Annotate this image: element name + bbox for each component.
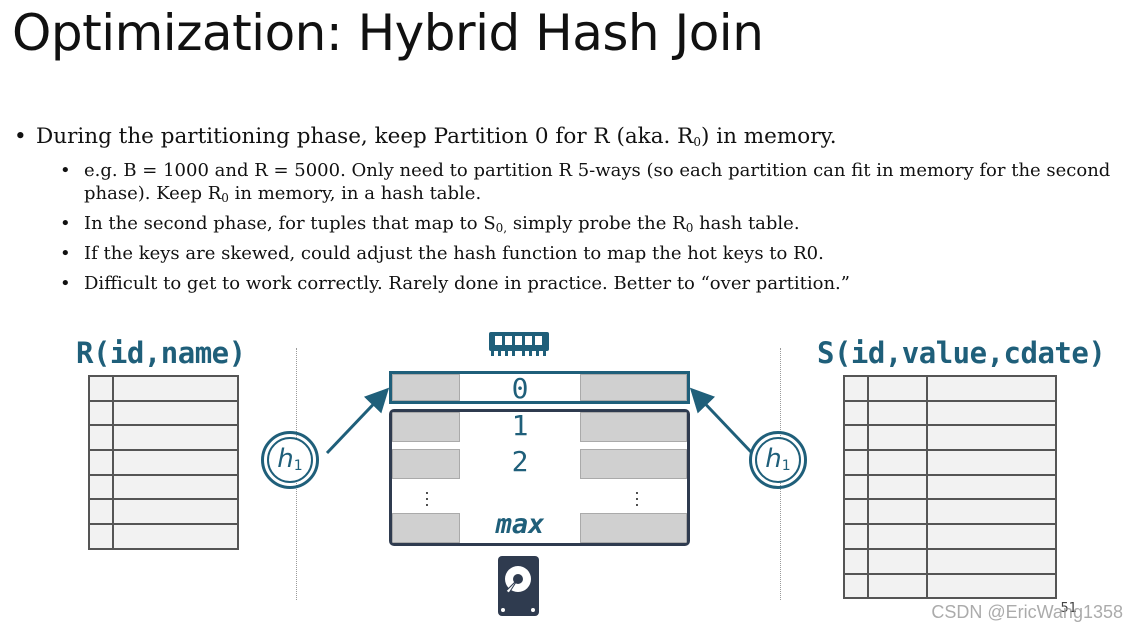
bullet-main: During the partitioning phase, keep Part…: [12, 124, 1112, 149]
table-column-divider: [926, 401, 928, 425]
arrow-left: [325, 387, 390, 455]
bullet-sub-4: Difficult to get to work correctly. Rare…: [12, 272, 1112, 295]
left-table-r: [88, 375, 239, 550]
bullet-sub-2-text-mid: simply probe the R: [507, 213, 686, 234]
table-column-divider: [867, 500, 869, 524]
bullet-sub-2-subscript: 0,: [495, 221, 508, 235]
partition-0-right-block: [580, 374, 687, 401]
partition-buckets-disk: 1 2 ··· ··· max: [389, 409, 690, 546]
table-column-divider: [867, 475, 869, 499]
partition-0-memory: 0: [389, 371, 690, 405]
right-table-s: [843, 375, 1057, 600]
bucket-2-right: [580, 449, 687, 479]
hash-ring-right: [755, 437, 801, 483]
table-column-divider: [867, 451, 869, 474]
table-row: [88, 525, 239, 550]
hash-label-right: h1: [765, 444, 791, 474]
table-column-divider: [926, 574, 928, 598]
table-column-divider: [867, 377, 869, 400]
ellipsis-left: ···: [424, 482, 430, 514]
table-column-divider: [926, 475, 928, 499]
bullet-main-text-end: ) in memory.: [701, 124, 837, 149]
slide-title: Optimization: Hybrid Hash Join: [12, 4, 764, 62]
watermark: CSDN @EricWang1358: [931, 602, 1123, 622]
bullet-sub-2-text: In the second phase, for tuples that map…: [84, 213, 496, 234]
bullet-sub-1-text-end: in memory, in a hash table.: [228, 183, 482, 204]
bullet-sub-3: If the keys are skewed, could adjust the…: [12, 242, 1112, 265]
ellipsis-right: ···: [634, 482, 640, 514]
table-column-divider: [867, 426, 869, 450]
bullet-main-text: During the partitioning phase, keep Part…: [36, 124, 694, 149]
table-column-divider: [867, 549, 869, 573]
table-row: [88, 426, 239, 452]
hash-function-left: h1: [261, 431, 319, 489]
table-column-divider: [926, 525, 928, 548]
table-column-divider: [926, 377, 928, 400]
table-column-divider: [112, 451, 114, 474]
bucket-1-left: [392, 412, 460, 442]
table-row: [843, 377, 1057, 402]
table-column-divider: [867, 401, 869, 425]
table-column-divider: [112, 500, 114, 524]
table-row: [843, 451, 1057, 476]
table-row: [843, 475, 1057, 501]
table-row: [843, 401, 1057, 427]
table-row: [843, 500, 1057, 526]
bullet-sub-2: In the second phase, for tuples that map…: [12, 212, 1112, 235]
bullet-sub-2-subscript-2: 0: [685, 221, 694, 235]
arrow-right: [689, 387, 754, 455]
table-column-divider: [926, 500, 928, 524]
table-row: [843, 525, 1057, 550]
bucket-1-right: [580, 412, 687, 442]
partition-label-0: 0: [511, 372, 529, 405]
table-row: [843, 574, 1057, 600]
bucket-2-left: [392, 449, 460, 479]
left-table-label: R(id,name): [76, 336, 246, 370]
table-column-divider: [112, 401, 114, 425]
table-row: [88, 377, 239, 402]
table-row: [843, 426, 1057, 452]
right-table-label: S(id,value,cdate): [817, 336, 1106, 370]
table-column-divider: [926, 549, 928, 573]
memory-icon: [489, 332, 549, 356]
bullet-list: During the partitioning phase, keep Part…: [12, 124, 1112, 295]
table-row: [88, 401, 239, 427]
bullet-sub-2-text-end: hash table.: [693, 213, 800, 234]
bullet-sub-1-text: e.g. B = 1000 and R = 5000. Only need to…: [84, 160, 1111, 204]
table-column-divider: [867, 574, 869, 598]
bucket-max-right: [580, 513, 687, 543]
bullet-main-subscript: 0: [693, 135, 702, 149]
table-row: [88, 500, 239, 526]
partition-label-2: 2: [511, 445, 529, 478]
hash-function-right: h1: [749, 431, 807, 489]
bullet-sub-1: e.g. B = 1000 and R = 5000. Only need to…: [12, 159, 1112, 205]
table-row: [88, 475, 239, 501]
table-column-divider: [112, 377, 114, 400]
bullet-sub-1-subscript: 0: [221, 191, 229, 205]
table-row: [843, 549, 1057, 575]
table-column-divider: [112, 525, 114, 548]
page-number: 51: [1060, 601, 1077, 616]
partition-0-left-block: [392, 374, 460, 401]
partition-label-1: 1: [511, 409, 529, 442]
table-column-divider: [926, 426, 928, 450]
table-column-divider: [926, 451, 928, 474]
table-column-divider: [112, 426, 114, 450]
disk-icon: [498, 556, 539, 616]
bucket-max-left: [392, 513, 460, 543]
partition-label-max: max: [495, 509, 545, 540]
table-row: [88, 451, 239, 476]
table-column-divider: [867, 525, 869, 548]
hash-label-left: h1: [277, 444, 303, 474]
table-column-divider: [112, 475, 114, 499]
hash-ring-left: [267, 437, 313, 483]
